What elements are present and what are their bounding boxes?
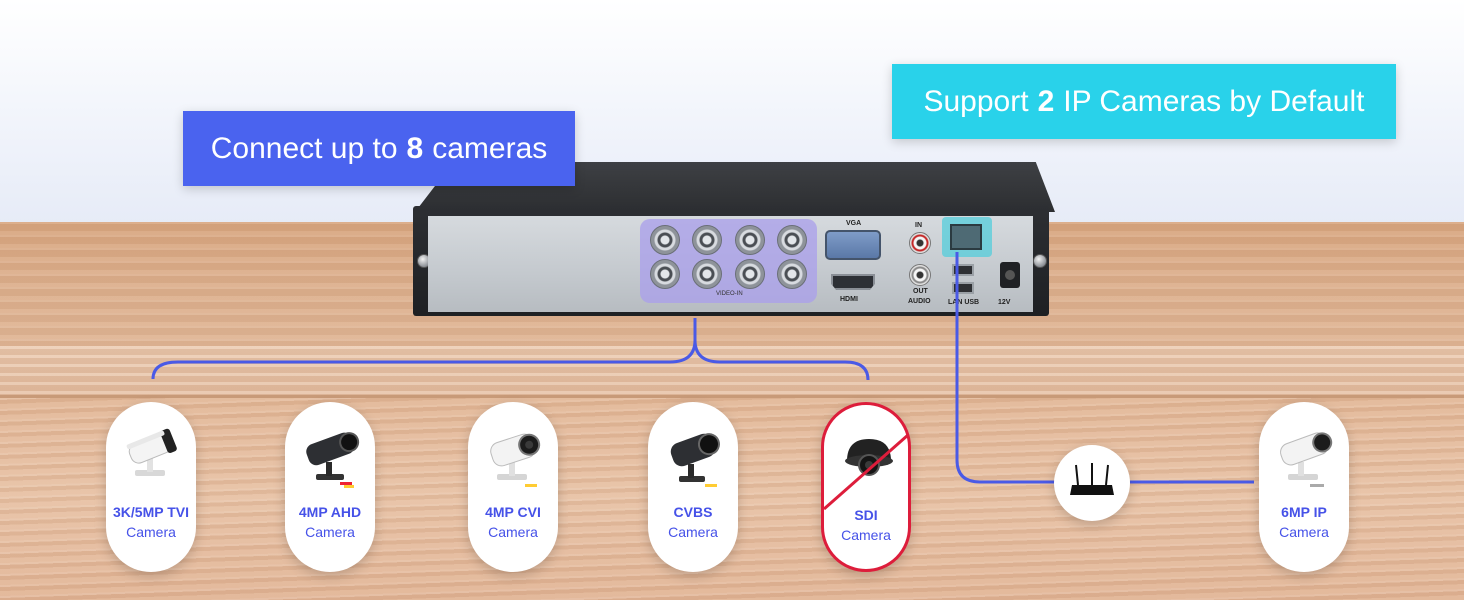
dvr-recorder: VIDEO-IN VGA HDMI IN OUT AUDIO LAN USB 1… <box>413 206 1049 316</box>
camera-type: 3K/5MP TVI <box>113 504 189 520</box>
camera-card-cvi: 4MP CVI Camera <box>468 402 558 572</box>
camera-card-ip: 6MP IP Camera <box>1259 402 1349 572</box>
camera-caption: Camera <box>1279 524 1329 540</box>
usb-port-icon <box>952 282 974 294</box>
banner-number: 2 <box>1037 84 1055 118</box>
camera-type: CVBS <box>673 504 713 520</box>
camera-type: 4MP CVI <box>485 504 541 520</box>
not-supported-slash-icon <box>824 433 908 511</box>
power-label: 12V <box>998 299 1011 306</box>
bnc-port-icon <box>777 259 807 289</box>
bnc-port-icon <box>650 225 680 255</box>
black-bullet-camera-icon <box>670 433 720 487</box>
camera-card-ahd: 4MP AHD Camera <box>285 402 375 572</box>
audio-in-label: IN <box>915 222 922 229</box>
camera-card-sdi-unsupported: SDI Camera <box>821 402 911 572</box>
usb-port-icon <box>952 264 974 276</box>
bnc-port-icon <box>692 225 722 255</box>
bnc-port-icon <box>735 225 765 255</box>
camera-caption: Camera <box>841 527 891 543</box>
dvr-rear-panel: VIDEO-IN VGA HDMI IN OUT AUDIO LAN USB 1… <box>428 216 1033 312</box>
ip-cameras-banner: Support 2 IP Cameras by Default <box>892 64 1396 139</box>
audio-out-port-icon <box>909 264 931 286</box>
bnc-port-icon <box>777 225 807 255</box>
bnc-port-icon <box>692 259 722 289</box>
hdmi-port-icon <box>831 274 875 290</box>
camera-type: SDI <box>854 507 878 523</box>
video-in-label: VIDEO-IN <box>716 291 743 297</box>
audio-out-label: OUT <box>913 288 928 295</box>
wooden-shelf-edge <box>0 346 1464 398</box>
connect-cameras-banner: Connect up to 8 cameras <box>183 111 575 186</box>
white-bullet-camera-icon <box>126 428 177 476</box>
camera-card-cvbs: CVBS Camera <box>648 402 738 572</box>
banner-number: 8 <box>406 131 424 165</box>
camera-type: 4MP AHD <box>298 504 362 520</box>
white-ip-bullet-camera-icon <box>1280 432 1333 487</box>
bnc-port-icon <box>650 259 680 289</box>
camera-card-tvi: 3K/5MP TVI Camera <box>106 402 196 572</box>
banner-text: IP Cameras by Default <box>1063 84 1365 118</box>
banner-text: Connect up to <box>210 131 398 165</box>
banner-text: cameras <box>432 131 548 165</box>
camera-caption: Camera <box>488 524 538 540</box>
hdmi-label: HDMI <box>840 296 858 303</box>
audio-in-port-icon <box>909 232 931 254</box>
bnc-video-input-zone: VIDEO-IN <box>640 219 817 303</box>
lan-port-zone <box>942 217 992 257</box>
router-bubble <box>1054 445 1130 521</box>
ethernet-port-icon <box>950 224 982 250</box>
banner-text: Support <box>923 84 1029 118</box>
camera-caption: Camera <box>126 524 176 540</box>
camera-type: 6MP IP <box>1281 504 1327 520</box>
screw-icon <box>1033 254 1047 268</box>
vga-port-icon <box>825 230 881 260</box>
camera-caption: Camera <box>668 524 718 540</box>
white-bullet-camera-icon <box>490 433 541 487</box>
vga-label: VGA <box>846 220 862 227</box>
bnc-port-icon <box>735 259 765 289</box>
camera-caption: Camera <box>305 524 355 540</box>
lan-usb-label: LAN USB <box>948 299 980 306</box>
power-jack-icon <box>1000 262 1020 288</box>
audio-label: AUDIO <box>908 298 931 305</box>
black-bullet-camera-icon <box>306 432 360 488</box>
router-icon <box>1070 463 1114 495</box>
